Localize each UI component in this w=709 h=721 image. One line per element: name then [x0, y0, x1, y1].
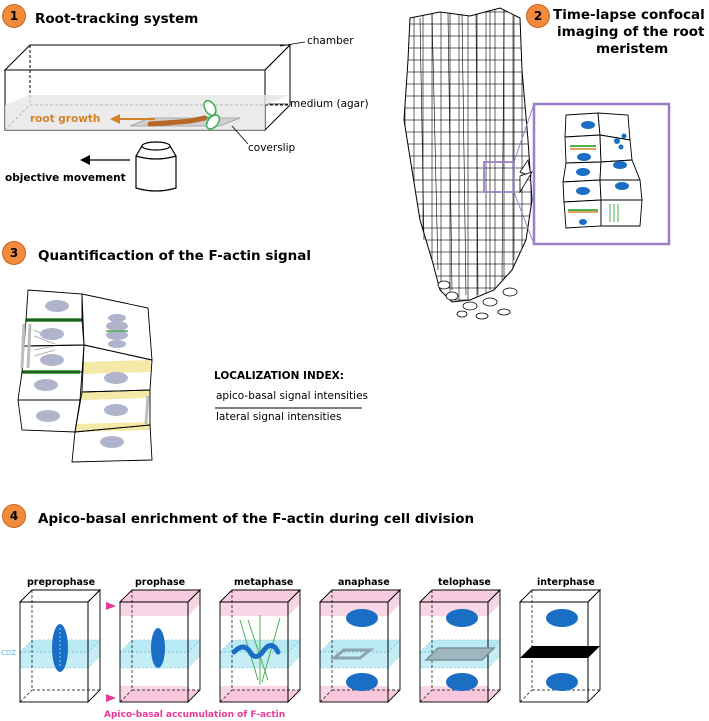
localization-index-title: LOCALIZATION INDEX:: [214, 370, 344, 382]
panel-3-badge: 3: [2, 241, 26, 265]
panel-2-title-line2: imaging of the root: [557, 24, 705, 40]
localization-index-denominator: lateral signal intensities: [216, 411, 342, 423]
phase-label-preprophase: preprophase: [27, 577, 96, 588]
phase-label-metaphase: metaphase: [234, 577, 294, 588]
panel-2-badge: 2: [526, 4, 550, 28]
panel-4-title: Apico-basal enrichment of the F-actin du…: [38, 511, 475, 527]
objective-movement-label: objective movement: [5, 172, 126, 184]
panel-2-title-line1: Time-lapse confocal: [553, 7, 705, 23]
phase-label-interphase: interphase: [537, 577, 595, 588]
panel-1-badge: 1: [2, 4, 26, 28]
apico-basal-accumulation-label: Apico-basal accumulation of F-actin: [104, 710, 286, 720]
panel-3-title: Quantificaction of the F-actin signal: [38, 248, 312, 264]
panel-2-title-line3: meristem: [596, 41, 669, 57]
panel-1-title: Root-tracking system: [35, 11, 199, 27]
panel-4-badge: 4: [2, 504, 26, 528]
phase-label-anaphase: anaphase: [338, 577, 390, 588]
chamber-label: chamber: [307, 35, 354, 47]
localization-index-numerator: apico-basal signal intensities: [216, 390, 369, 402]
cdz-label: CDZ: [1, 649, 17, 657]
coverslip-label: coverslip: [248, 142, 296, 154]
phase-label-prophase: prophase: [135, 577, 186, 588]
medium-label: medium (agar): [290, 98, 369, 110]
root-growth-label: root growth: [30, 113, 101, 125]
phase-label-telophase: telophase: [438, 577, 491, 588]
